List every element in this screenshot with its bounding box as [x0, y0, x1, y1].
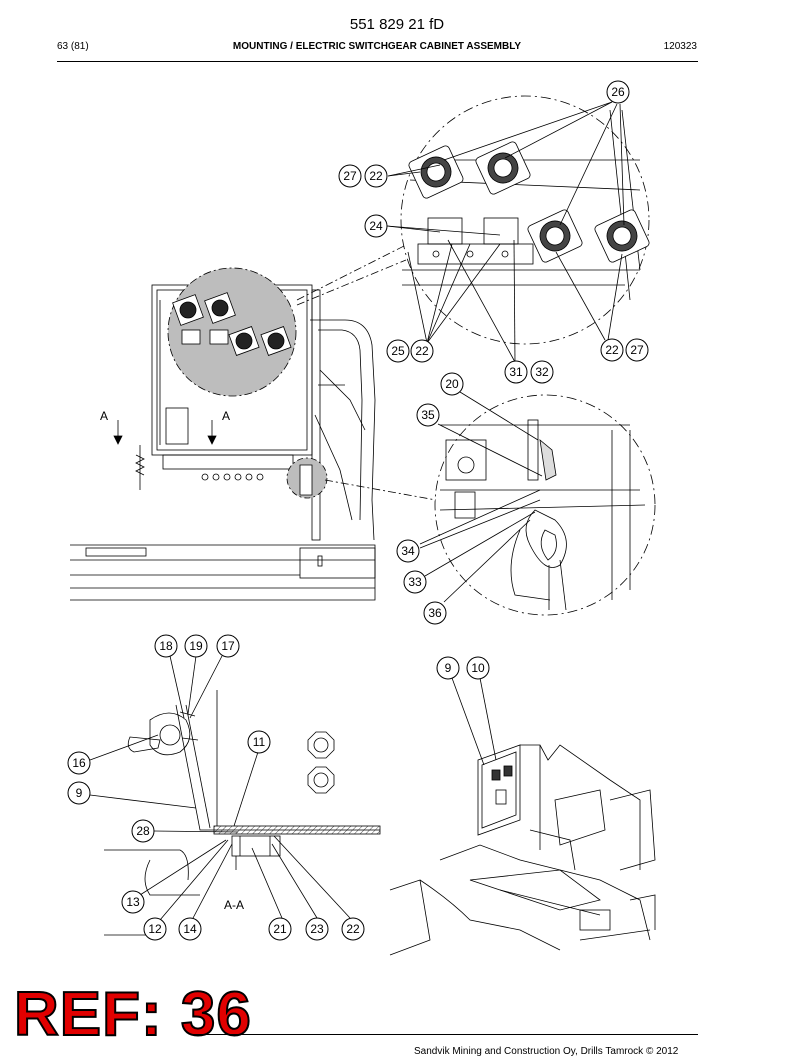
- svg-text:9: 9: [76, 786, 83, 800]
- svg-text:22: 22: [605, 343, 619, 357]
- svg-text:25: 25: [391, 344, 405, 358]
- svg-text:14: 14: [183, 922, 197, 936]
- callout-31: 31: [504, 360, 528, 384]
- date-code: 120323: [663, 41, 697, 52]
- section-aa-label: A-A: [224, 898, 244, 912]
- svg-text:10: 10: [471, 661, 485, 675]
- callout-12: 12: [143, 917, 167, 941]
- svg-text:21: 21: [273, 922, 287, 936]
- document-number: 551 829 21 fD: [349, 16, 445, 33]
- section-aa-view: [104, 690, 381, 936]
- svg-text:22: 22: [346, 922, 360, 936]
- callout-36: 36: [423, 601, 447, 625]
- section-mark-a-right: A: [222, 409, 230, 423]
- callout-22: 22: [410, 339, 434, 363]
- svg-text:26: 26: [611, 85, 625, 99]
- callout-21: 21: [268, 917, 292, 941]
- callout-group: 26 27 22 24 25 22 31 32 22 27 20 35 34 33 36 18 19 17 16 9 1…: [67, 80, 649, 941]
- isometric-view: [389, 744, 656, 956]
- svg-text:22: 22: [369, 169, 383, 183]
- svg-text:31: 31: [509, 365, 523, 379]
- callout-23: 23: [305, 917, 329, 941]
- switch-detail: [439, 419, 646, 611]
- svg-text:22: 22: [415, 344, 429, 358]
- callout-28: 28: [131, 819, 155, 843]
- callout-10: 10: [466, 656, 490, 680]
- svg-text:9: 9: [445, 661, 452, 675]
- callout-24: 24: [364, 214, 388, 238]
- callout-22: 22: [600, 338, 624, 362]
- callout-27: 27: [338, 164, 362, 188]
- callout-32: 32: [530, 360, 554, 384]
- callout-14: 14: [178, 917, 202, 941]
- callout-16: 16: [67, 751, 91, 775]
- callout-27: 27: [625, 338, 649, 362]
- callout-9: 9: [436, 656, 460, 680]
- callout-17: 17: [216, 634, 240, 658]
- footer-rule: [190, 1034, 698, 1035]
- svg-text:23: 23: [310, 922, 324, 936]
- callout-33: 33: [403, 570, 427, 594]
- page-title: MOUNTING / ELECTRIC SWITCHGEAR CABINET A…: [232, 41, 522, 52]
- svg-text:35: 35: [421, 408, 435, 422]
- footer-copyright: Sandvik Mining and Construction Oy, Dril…: [414, 1046, 679, 1057]
- header-row: 63 (81) MOUNTING / ELECTRIC SWITCHGEAR C…: [57, 41, 697, 55]
- svg-text:13: 13: [126, 895, 140, 909]
- callout-20: 20: [440, 372, 464, 396]
- svg-text:24: 24: [369, 219, 383, 233]
- callout-9: 9: [67, 781, 91, 805]
- svg-text:17: 17: [221, 639, 235, 653]
- svg-text:32: 32: [535, 365, 549, 379]
- callout-22: 22: [341, 917, 365, 941]
- svg-text:34: 34: [401, 544, 415, 558]
- svg-text:18: 18: [159, 639, 173, 653]
- ref-banner: REF: 36: [13, 980, 252, 1049]
- svg-text:20: 20: [445, 377, 459, 391]
- svg-text:11: 11: [253, 735, 266, 749]
- section-mark-a-left: A: [100, 409, 108, 423]
- svg-text:16: 16: [72, 756, 86, 770]
- callout-22: 22: [364, 164, 388, 188]
- callout-26: 26: [606, 80, 630, 104]
- callout-19: 19: [184, 634, 208, 658]
- svg-text:28: 28: [136, 824, 150, 838]
- callout-18: 18: [154, 634, 178, 658]
- callout-11: 11: [247, 730, 271, 754]
- page-number: 63 (81): [57, 41, 89, 52]
- leader-lines: [89, 101, 625, 921]
- svg-text:27: 27: [343, 169, 357, 183]
- header-rule: [57, 61, 698, 62]
- callout-13: 13: [121, 890, 145, 914]
- callout-25: 25: [386, 339, 410, 363]
- callout-35: 35: [416, 403, 440, 427]
- svg-text:33: 33: [408, 575, 422, 589]
- svg-text:27: 27: [630, 343, 644, 357]
- svg-text:19: 19: [189, 639, 203, 653]
- svg-text:36: 36: [428, 606, 442, 620]
- breaker-cluster-small: [172, 292, 292, 356]
- svg-text:12: 12: [148, 922, 162, 936]
- breaker-detail-large: [402, 109, 650, 301]
- callout-34: 34: [396, 539, 420, 563]
